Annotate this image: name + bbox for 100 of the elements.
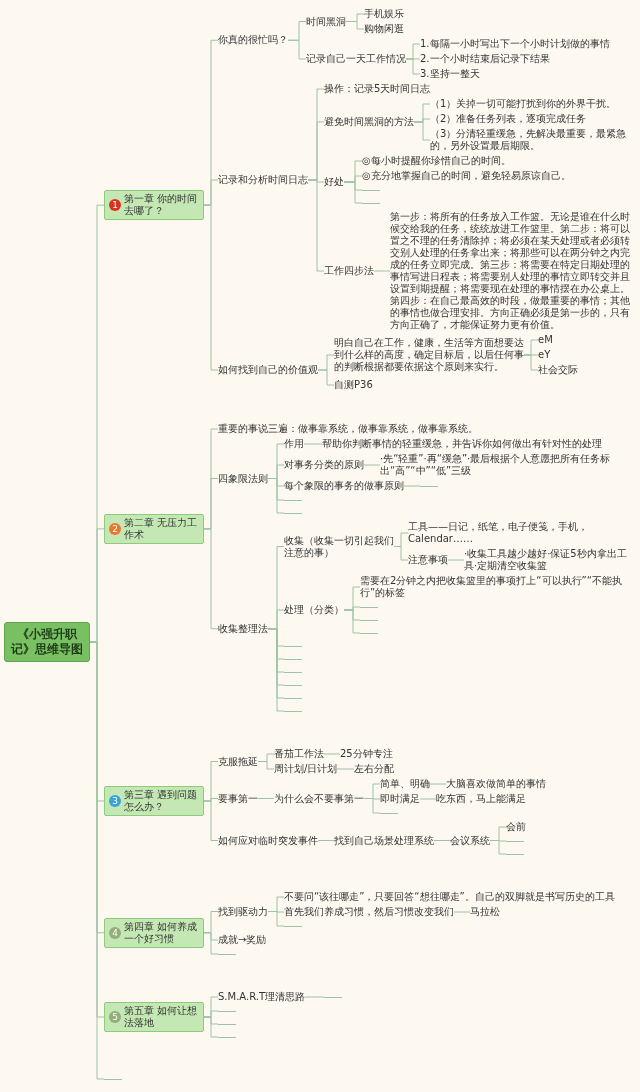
empty-branch-line <box>506 840 524 842</box>
subtopic-text: 2.一个小时结束后记录下结果 <box>420 53 550 65</box>
branch-connector <box>323 753 341 755</box>
empty-branch-line <box>324 996 342 998</box>
branch-connector <box>287 39 307 60</box>
subtopic-text: 不要问“该往哪走”，只要回答“想往哪走”。自己的双脚就是书写历史的工具 <box>284 891 615 903</box>
subtopic-text: 找到驱动力 <box>218 905 268 918</box>
chapter-topic-box <box>104 513 204 544</box>
subtopic-text: 即时满足 <box>380 793 420 805</box>
branch-connector <box>257 798 275 799</box>
chapter-title: 第五章 如何让想法落地 <box>124 1005 199 1029</box>
subtopic-text: 工作四步法 <box>324 265 374 277</box>
empty-branch-line <box>360 632 378 634</box>
subtopic-text: 第一步：将所有的任务放入工作篮。无论是谁在什么时候交给我的任务，统统放进工作篮里。第二步：将可以置之不理的任务清除掉；将必须在某天处理或者必须转交别人处理的任务拿出来；将那些可以在两分钟之内完成的任务立即完成。第三步：将需要在特定日期处理的事情写进日程表；将需要别人处理的事情立即转交并且设置到期提醒；将需要现在处理的事情摆在办公桌上。第四步：在自己最高效的时段，做最重要的事情；其他的事情也做合理安排。方向正确必须是第一步的，只有方向正确了，才能保证努力更有价值。 <box>390 211 636 331</box>
subtopic-text: 每个象限的事务的做事原则 <box>284 480 404 492</box>
subtopic-text: 处理（分类） <box>284 604 344 616</box>
empty-branch-line <box>380 812 398 814</box>
branch-connector <box>489 840 507 855</box>
chapter-title: 第三章 遇到问题怎么办？ <box>124 789 199 813</box>
subtopic-text: 周计划/日计划 <box>274 763 338 775</box>
subtopic-text: 首先我们养成习惯，然后习惯改变我们 <box>284 906 454 918</box>
chapter-topic-box <box>104 917 204 948</box>
subtopic-text: ·收集工具越少越好·保证5秒内拿出工具·定期清空收集篮 <box>464 548 636 572</box>
empty-branch-line <box>506 853 524 855</box>
subtopic-text: 吃东西，马上能满足 <box>436 793 526 805</box>
subtopic-text: 对事务分类的原则 <box>284 459 364 471</box>
subtopic-text: 成就→奖励 <box>218 934 267 946</box>
subtopic-text: ·先“轻重”·再“缓急”·最后根据个人意愿把所有任务标出“高”“中”“低”三级 <box>380 453 636 477</box>
empty-branch-line <box>104 1078 122 1080</box>
chapter-number: 4 <box>109 926 121 939</box>
subtopic-text: 购物闲逛 <box>364 23 404 35</box>
subtopic-text: 收集整理法 <box>218 622 268 635</box>
empty-branch-line <box>284 512 302 514</box>
subtopic-text: 简单、明确 <box>380 778 430 790</box>
subtopic-text: （1）关掉一切可能打扰到你的外界干扰。 <box>430 98 617 110</box>
empty-branch-line <box>284 710 302 712</box>
branch-connector <box>303 443 323 445</box>
branch-connector <box>419 798 437 800</box>
chapter-topic-box <box>104 190 204 221</box>
branch-connector <box>393 546 409 561</box>
subtopic-text: 手机娱乐 <box>364 8 404 20</box>
chapter-title: 第一章 你的时间去哪了？ <box>124 193 199 218</box>
subtopic-text: 左右分配 <box>354 763 394 775</box>
subtopic-text: 重要的事说三遍：做事靠系统，做事靠系统，做事靠系统。 <box>218 423 478 435</box>
root-topic-box: 《小强升职记》思维导图 <box>4 622 90 663</box>
subtopic-text: 番茄工作法 <box>274 748 324 760</box>
subtopic-text: ◎充分地掌握自己的时间，避免轻易原谅自己。 <box>362 170 571 182</box>
subtopic-text: 社会交际 <box>538 364 578 376</box>
subtopic-text: 会议系统 <box>450 834 490 847</box>
empty-branch-line <box>284 684 302 686</box>
empty-branch-line <box>284 697 302 699</box>
branch-connector <box>447 559 465 561</box>
subtopic-text: 四象限法则 <box>218 472 268 485</box>
chapter-topic-box <box>104 1002 204 1032</box>
branch-connector <box>453 911 471 913</box>
subtopic-text: 时间黑洞 <box>306 15 346 28</box>
subtopic-text: 你真的很忙吗？ <box>218 34 288 47</box>
branch-connector <box>203 528 219 630</box>
chapter-number: 3 <box>109 795 121 807</box>
empty-branch-line <box>362 189 380 191</box>
branch-connector <box>413 121 431 141</box>
subtopic-text: 明白自己在工作，健康，生活等方面想要达到什么样的高度，确定目标后，以后任何事的判断根据都要依据这个原则来实行。 <box>334 337 524 373</box>
subtopic-text: 避免时间黑洞的方法 <box>324 116 414 128</box>
empty-branch-line <box>218 1036 236 1038</box>
subtopic-text: 自测P36 <box>334 379 373 391</box>
subtopic-text: （3）分清轻重缓急，先解决最重要，最紧急的，另外设置最后期限。 <box>430 128 636 152</box>
subtopic-text: 需要在2分钟之内把收集篮里的事项打上“可以执行”“不能执行”的标签 <box>360 575 636 599</box>
subtopic-text: S.M.A.R.T理清思路 <box>218 991 306 1003</box>
empty-branch-line <box>284 645 302 647</box>
branch-connector <box>405 58 421 75</box>
subtopic-text: 作用 <box>284 438 304 450</box>
subtopic-text: eM <box>538 334 553 346</box>
subtopic-text: 收集（收集一切引起我们注意的事） <box>284 534 394 559</box>
subtopic-text: 如何应对临时突发事件 <box>218 834 318 847</box>
branch-connector <box>267 628 285 712</box>
chapter-number: 1 <box>109 199 121 212</box>
branch-connector <box>203 800 219 841</box>
subtopic-text: 马拉松 <box>470 906 500 918</box>
subtopic-text: 注意事项 <box>408 554 448 566</box>
subtopic-text: 要事第一 <box>218 792 258 805</box>
subtopic-text: 为什么会不要事第一 <box>274 792 364 805</box>
subtopic-text: ◎每小时提醒你珍惜自己的时间。 <box>362 155 511 167</box>
empty-branch-line <box>218 953 236 955</box>
empty-branch-line <box>360 619 378 621</box>
branch-connector <box>336 768 355 770</box>
branch-connector <box>433 840 451 841</box>
empty-branch-line <box>284 925 302 927</box>
branch-connector <box>267 478 285 514</box>
subtopic-text: 记录和分析时间日志 <box>218 174 308 186</box>
empty-branch-line <box>420 485 438 487</box>
empty-branch-line <box>218 1010 236 1012</box>
chapter-title: 第二章 无压力工作术 <box>124 516 199 541</box>
branch-connector <box>363 798 381 814</box>
empty-branch-line <box>218 1023 236 1025</box>
branch-connector <box>523 354 539 371</box>
branch-connector <box>363 464 381 466</box>
branch-connector <box>203 204 219 371</box>
subtopic-text: eY <box>538 349 551 361</box>
empty-branch-line <box>360 606 378 608</box>
branch-connector <box>317 369 335 386</box>
